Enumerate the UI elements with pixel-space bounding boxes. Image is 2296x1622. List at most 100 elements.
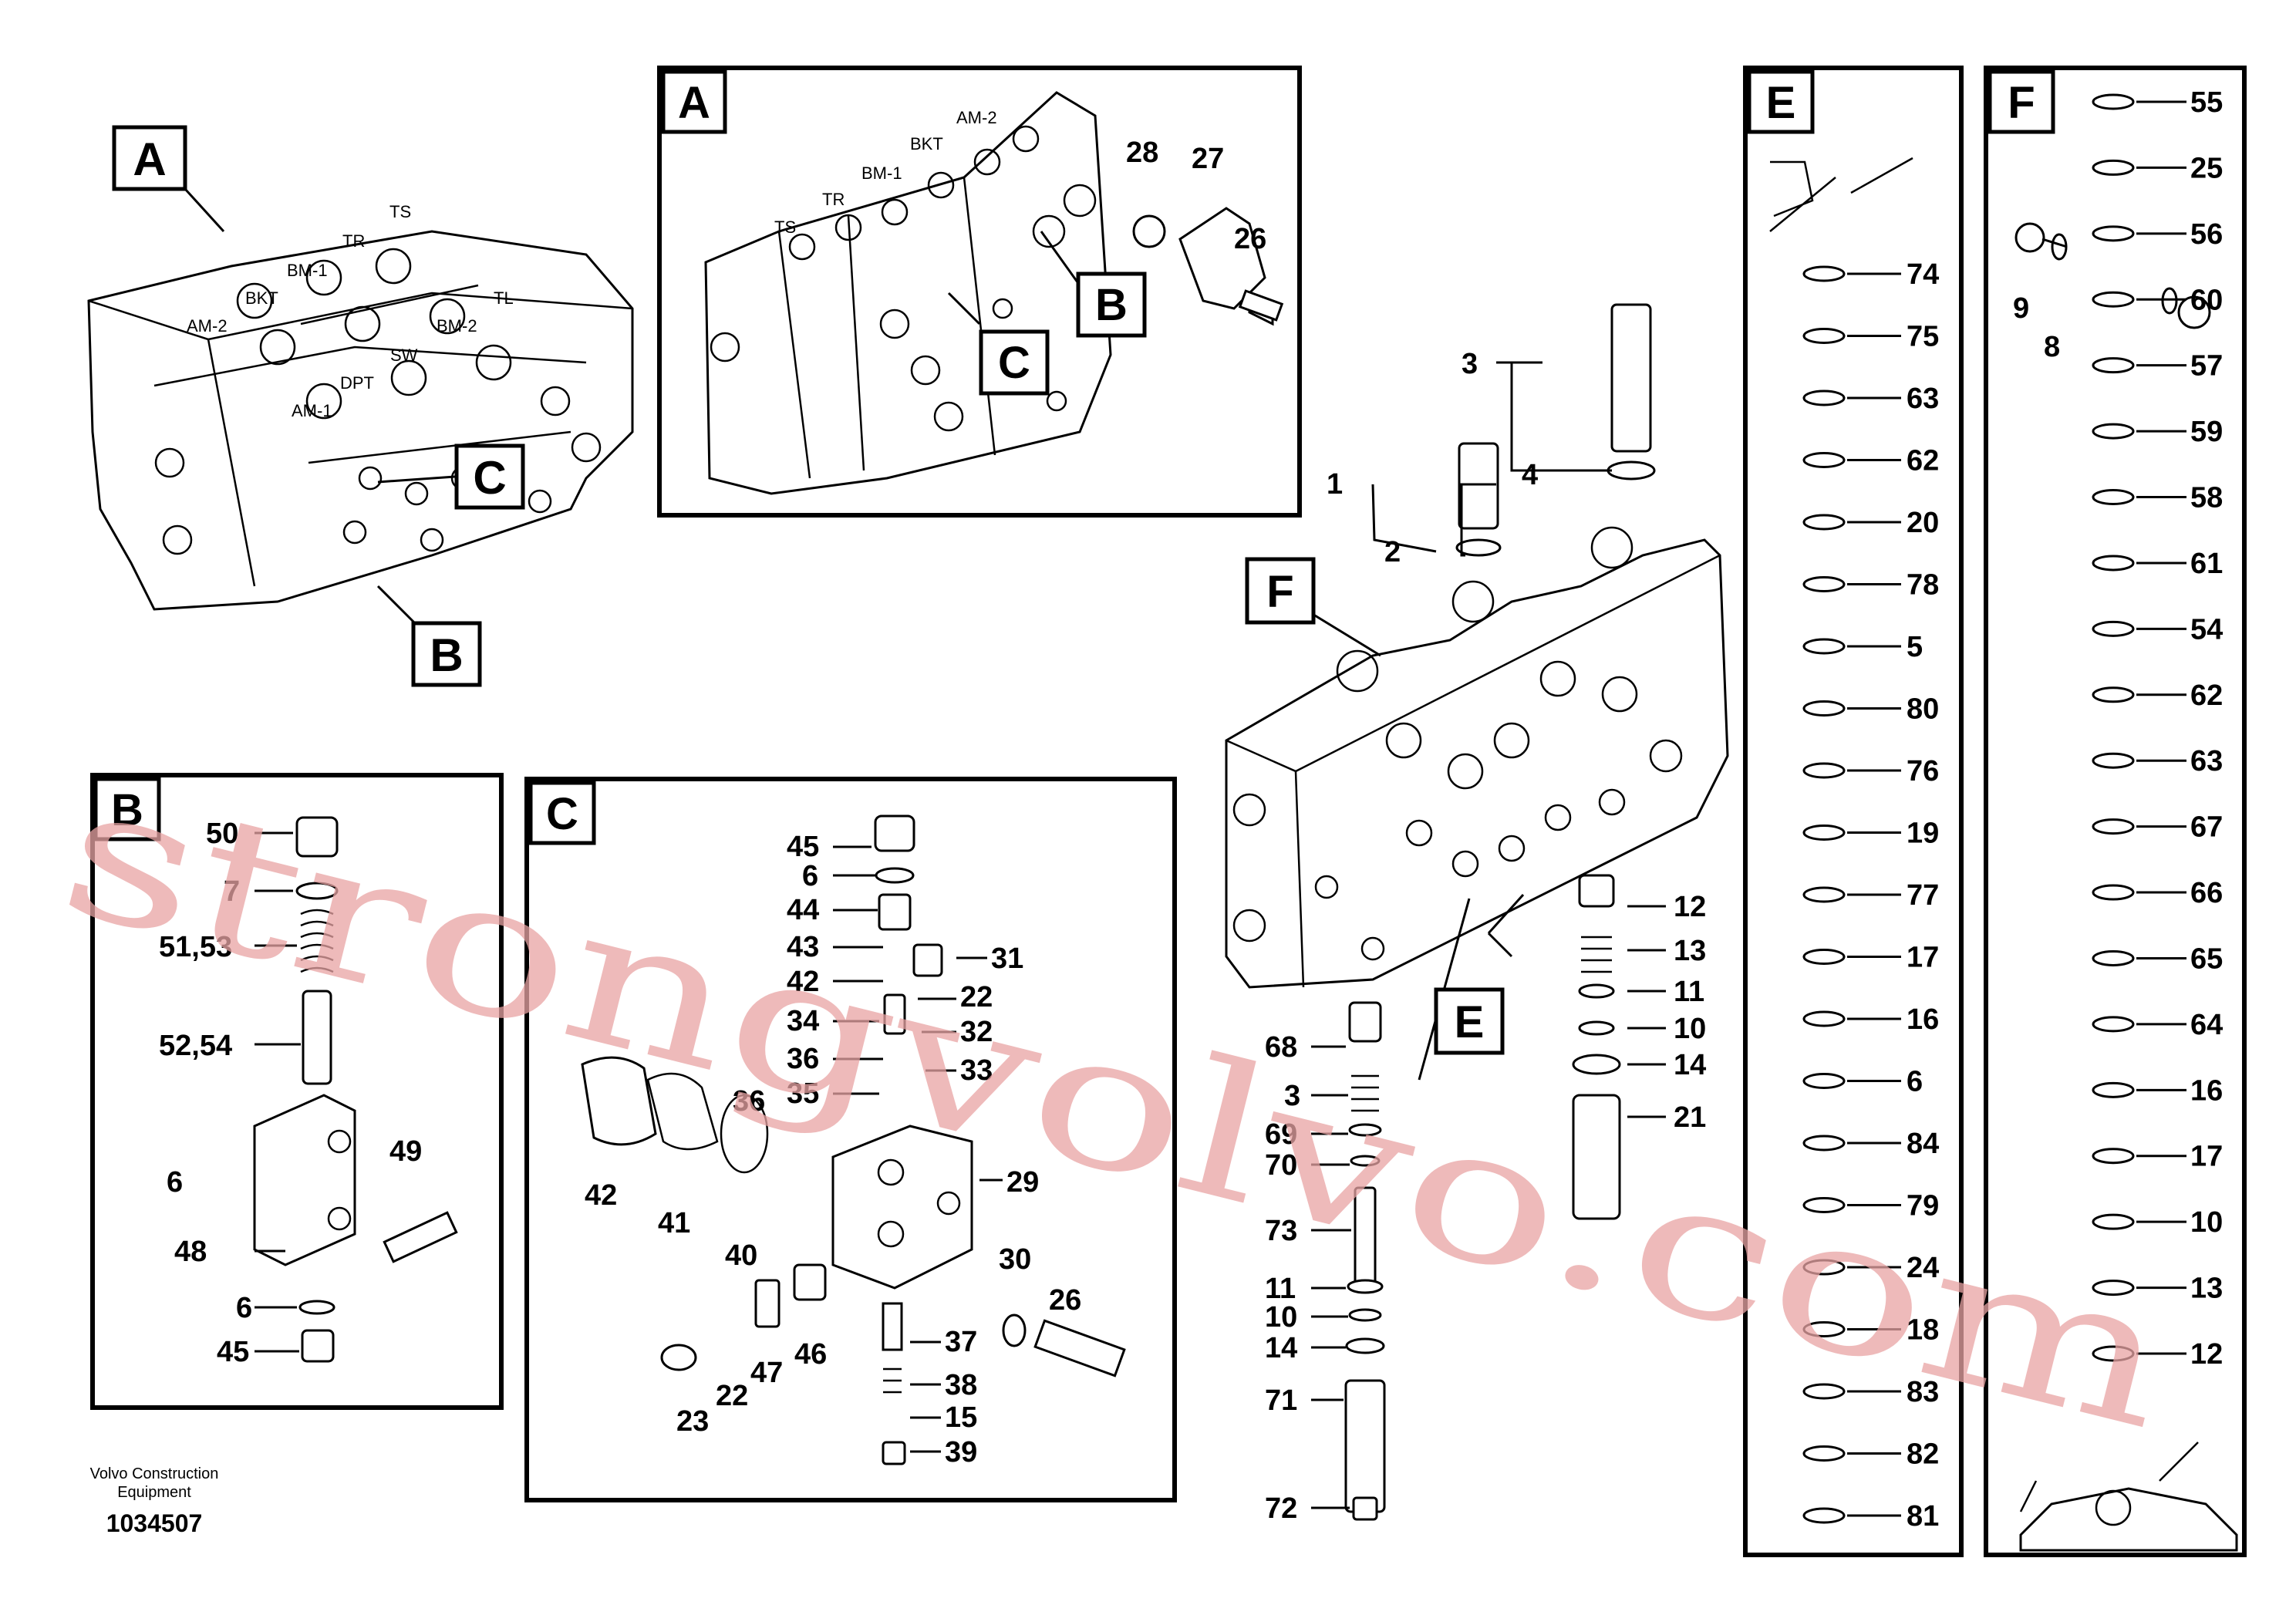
main-part-72: 72 <box>1265 1492 1297 1525</box>
panel-c-part-6: 6 <box>802 860 818 892</box>
main-part-21: 21 <box>1674 1101 1706 1134</box>
main-part-12: 12 <box>1674 891 1706 923</box>
panel-f-part-shape <box>2092 949 2135 966</box>
panel-f-part-16: 16 <box>2190 1074 2223 1107</box>
panel-a-title: A <box>678 78 710 128</box>
panel-f-part-shape <box>2092 884 2135 901</box>
panel-f-part-55: 55 <box>2190 86 2223 119</box>
panel-c-part-34: 34 <box>787 1005 819 1037</box>
panel-c-part-42n: 42 <box>787 966 819 998</box>
main-part-13: 13 <box>1674 935 1706 967</box>
panel-c-part-39: 39 <box>945 1436 977 1469</box>
panel-a-callout-b: B <box>1095 280 1128 330</box>
panel-e-part-6: 6 <box>1907 1066 1923 1098</box>
panel-e-title: E <box>1766 78 1796 128</box>
panel-b-part-51-53: 51,53 <box>159 931 232 963</box>
panel-c-part-47: 47 <box>750 1357 783 1389</box>
panel-f-part-60: 60 <box>2190 284 2223 316</box>
panel-c-part-42: 42 <box>585 1179 617 1212</box>
panel-e-part-stack <box>1802 265 1846 1524</box>
panel-f-part-shape <box>2092 1280 2135 1297</box>
overview-port-bkt: BKT <box>245 288 278 308</box>
main-part-68: 68 <box>1265 1031 1297 1064</box>
panel-f-part-stack <box>2092 93 2135 1362</box>
panel-e-part-shape <box>1802 762 1846 779</box>
panel-f-part-shape <box>2092 752 2135 769</box>
panel-c-part-36a: 36 <box>787 1043 819 1075</box>
panel-c-part-41: 41 <box>658 1207 690 1239</box>
main-part-14b: 14 <box>1265 1332 1297 1364</box>
panel-f-part-54: 54 <box>2190 613 2223 646</box>
main-part-73: 73 <box>1265 1215 1297 1247</box>
panel-e-part-shape <box>1802 1135 1846 1152</box>
panel-f-part-shape <box>2092 423 2135 440</box>
panel-e-part-shape <box>1802 452 1846 468</box>
panel-f-part-shape <box>2092 1345 2135 1362</box>
panel-f: F 9 8 5525566057595861546263676665641617… <box>1984 66 2247 1557</box>
panel-f-part-17: 17 <box>2190 1141 2223 1173</box>
panel-e-part-82: 82 <box>1907 1438 1939 1471</box>
panel-c-part-26: 26 <box>1049 1284 1081 1317</box>
panel-e-part-76: 76 <box>1907 755 1939 787</box>
footer: Volvo Construction Equipment 1034507 <box>90 1465 219 1537</box>
panel-f-part-9: 9 <box>2013 292 2029 325</box>
panel-e-part-77: 77 <box>1907 879 1939 912</box>
panel-e-part-shape <box>1802 1010 1846 1027</box>
overview-port-ts: TS <box>389 202 411 221</box>
overview-valve-block: TS TR BM-1 BKT AM-2 TL BM-2 SW DPT AM-1 … <box>87 125 634 687</box>
panel-f-part-shape <box>2092 1081 2135 1098</box>
panel-f-part-12: 12 <box>2190 1338 2223 1371</box>
main-part-71: 71 <box>1265 1384 1297 1417</box>
panel-b-part-49: 49 <box>389 1135 422 1168</box>
panel-c-part-44: 44 <box>787 894 819 926</box>
overview-port-bm1: BM-1 <box>287 261 328 280</box>
panel-a: A AM-2 BKT BM-1 TR TS 28 27 26 B C <box>657 66 1302 518</box>
panel-f-part-shape <box>2092 1213 2135 1230</box>
main-part-4: 4 <box>1522 459 1538 491</box>
panel-f-part-56: 56 <box>2190 218 2223 251</box>
panel-f-part-shape <box>2092 291 2135 308</box>
panel-c-part-37: 37 <box>945 1326 977 1358</box>
panel-b-title: B <box>111 785 143 835</box>
panel-e-part-shape <box>1802 1259 1846 1276</box>
panel-e-part-shape <box>1802 1073 1846 1089</box>
panel-f-part-shape <box>2092 1016 2135 1033</box>
main-part-10b: 10 <box>1265 1301 1297 1334</box>
drawing-number: 1034507 <box>106 1509 203 1537</box>
overview-port-tr: TR <box>342 231 365 251</box>
panel-c-part-31: 31 <box>991 943 1023 975</box>
overview-port-am2: AM-2 <box>187 316 228 336</box>
panel-c-part-33: 33 <box>960 1054 993 1087</box>
main-part-2: 2 <box>1384 536 1401 568</box>
panel-f-part-61: 61 <box>2190 548 2223 580</box>
panel-e: E 74756362207858076197717166847924188382… <box>1743 66 1964 1557</box>
panel-e-part-74: 74 <box>1907 258 1939 291</box>
panel-e-part-shape <box>1802 576 1846 592</box>
panel-f-part-shape <box>2092 555 2135 572</box>
panel-f-part-62: 62 <box>2190 679 2223 712</box>
panel-f-part-25: 25 <box>2190 152 2223 184</box>
panel-e-part-78: 78 <box>1907 569 1939 602</box>
panel-c-part-29: 29 <box>1006 1166 1039 1199</box>
panel-e-part-shape <box>1802 949 1846 965</box>
panel-e-part-79: 79 <box>1907 1190 1939 1222</box>
panel-c-part-36b: 36 <box>733 1085 765 1118</box>
panel-f-part-10: 10 <box>2190 1206 2223 1239</box>
panel-a-port-tr: TR <box>822 190 845 209</box>
overview-port-am1: AM-1 <box>292 401 332 420</box>
panel-f-part-66: 66 <box>2190 877 2223 909</box>
panel-f-part-shape <box>2092 1148 2135 1165</box>
panel-f-part-8: 8 <box>2044 331 2060 363</box>
panel-c-part-23: 23 <box>676 1405 709 1438</box>
panel-f-part-shape <box>2092 225 2135 242</box>
panel-e-part-shape <box>1802 1507 1846 1524</box>
panel-b-part-52-54: 52,54 <box>159 1030 232 1062</box>
overview-tag-c <box>454 443 525 510</box>
panel-e-part-shape <box>1802 1197 1846 1213</box>
panel-f-part-shape <box>2092 489 2135 506</box>
main-part-69: 69 <box>1265 1118 1297 1151</box>
panel-f-part-shape <box>2092 159 2135 176</box>
panel-c: C 45 6 44 43 31 42 22 34 32 36 33 35 36 … <box>524 777 1177 1502</box>
panel-e-part-shape <box>1802 328 1846 344</box>
